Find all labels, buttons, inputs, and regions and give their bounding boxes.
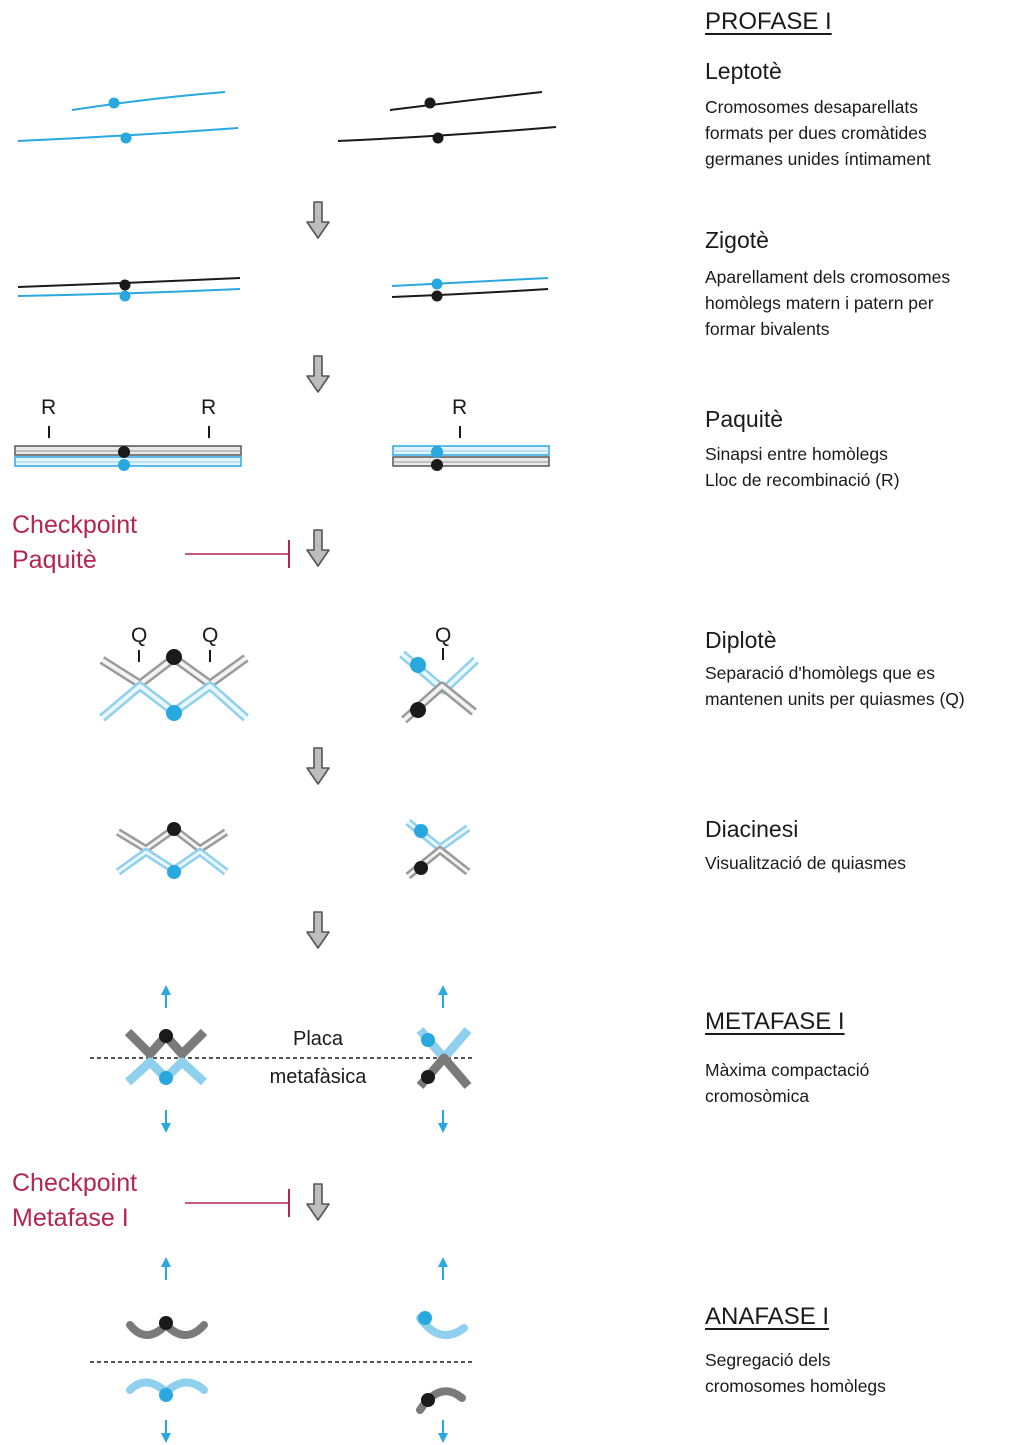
down-arrow-icon	[306, 201, 330, 239]
metaphase-description: Màxima compactació cromosòmica	[705, 1060, 870, 1106]
chiasma-marker-label: Q	[202, 624, 219, 647]
recombination-marker-label: R	[41, 396, 57, 419]
anaphase-chromosomes	[90, 1257, 475, 1443]
stage-title-diplotene: Diplotè	[705, 627, 777, 653]
down-arrow-icon	[306, 1183, 330, 1221]
flow-arrows	[306, 201, 330, 1221]
chiasma-marker-label: Q	[435, 624, 452, 647]
down-arrow-icon	[306, 529, 330, 567]
down-arrow-icon	[306, 355, 330, 393]
metaphase-plate-label: Placa metafàsica	[269, 1028, 367, 1088]
anaphase-description: Segregació dels cromosomes homòlegs	[705, 1350, 886, 1396]
stage-description-pachytene: Sinapsi entre homòlegs Lloc de recombina…	[705, 444, 900, 490]
recombination-marker-label: R	[452, 396, 468, 419]
stage-title-leptotene: Leptotè	[705, 58, 782, 84]
checkpoint-inhibition-lines	[185, 540, 290, 1217]
leptotene-chromosomes	[17, 91, 557, 144]
stage-title-pachytene: Paquitè	[705, 406, 784, 432]
metaphase-bivalents	[90, 985, 475, 1133]
stage-description-diplotene: Separació d'homòlegs que es mantenen uni…	[705, 663, 965, 709]
anaphase-heading: ANAFASE I	[705, 1303, 830, 1330]
stage-description-leptotene: Cromosomes desaparellats formats per due…	[705, 97, 931, 169]
diplotene-bivalents	[99, 648, 480, 724]
checkpoint-pachytene-label: Checkpoint Paquitè	[12, 511, 138, 574]
chiasma-marker-label: Q	[131, 624, 148, 647]
recombination-marker-label: R	[201, 396, 217, 419]
checkpoint-metaphase-label: Checkpoint Metafase I	[12, 1169, 138, 1232]
pachytene-bivalents	[14, 426, 550, 471]
stage-title-diakinesis: Diacinesi	[705, 816, 799, 842]
down-arrow-icon	[306, 747, 330, 785]
stage-description-diakinesis: Visualització de quiasmes	[705, 853, 907, 873]
down-arrow-icon	[306, 911, 330, 949]
metaphase-heading: METAFASE I	[705, 1008, 845, 1035]
stage-description-zygotene: Aparellament dels cromosomes homòlegs ma…	[705, 267, 951, 339]
stage-title-zygotene: Zigotè	[705, 227, 769, 253]
diakinesis-bivalents	[115, 818, 471, 880]
zygotene-chromosomes	[17, 277, 549, 302]
prophase-heading: PROFASE I	[705, 8, 832, 35]
